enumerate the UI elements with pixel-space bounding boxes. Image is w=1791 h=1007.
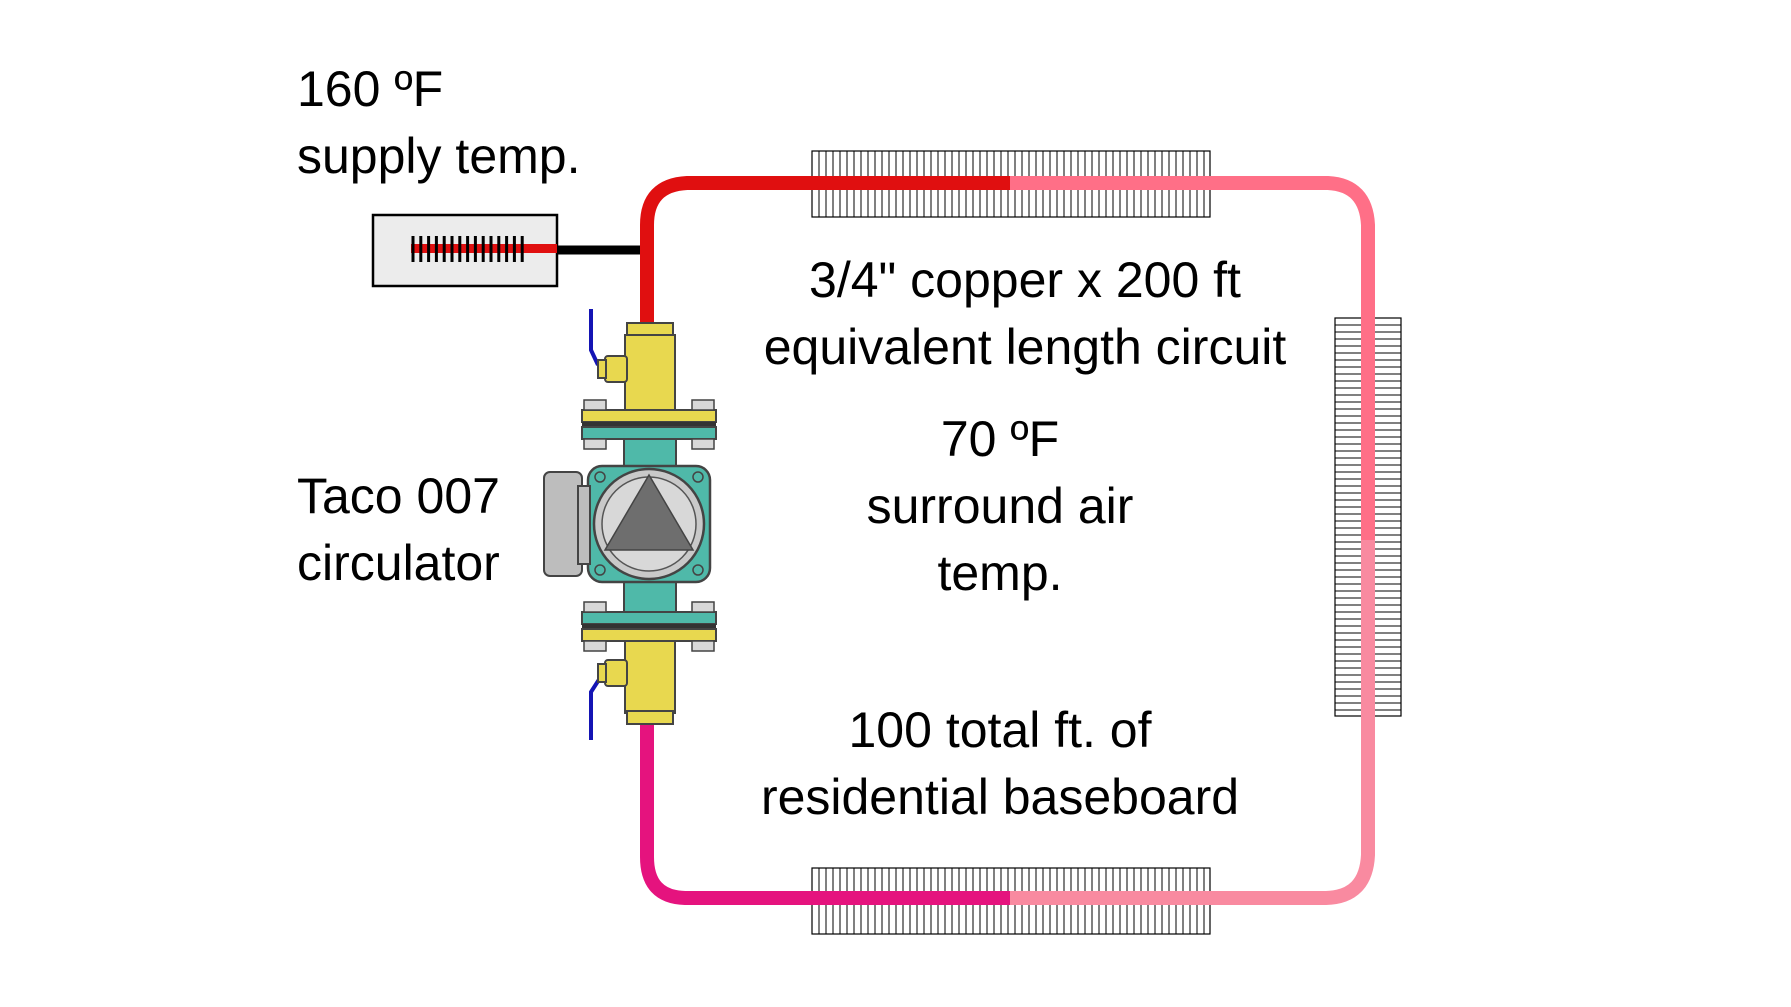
taco-007-circulator bbox=[543, 309, 717, 740]
circulator-label: Taco 007 circulator bbox=[297, 463, 500, 597]
air-temp-caption-1: surround air bbox=[866, 478, 1134, 534]
pipe-supply-riser bbox=[640, 176, 1010, 330]
pipe-top-downstream bbox=[1010, 176, 1375, 540]
pipe-spec-label: 3/4" copper x 200 ft equivalent length c… bbox=[730, 247, 1320, 381]
lower-valve-handle bbox=[589, 676, 602, 740]
pipe-return bbox=[640, 725, 1010, 905]
pipe-spec-line2: equivalent length circuit bbox=[763, 319, 1287, 375]
air-temp-caption-2: temp. bbox=[937, 545, 1063, 601]
supply-thermometer bbox=[371, 213, 559, 288]
supply-temp-value: 160 ºF bbox=[297, 61, 444, 117]
pipe-right-lower bbox=[1010, 540, 1375, 905]
circulator-caption: circulator bbox=[297, 535, 500, 591]
air-temp-value: 70 ºF bbox=[940, 411, 1060, 467]
air-temp-label: 70 ºF surround air temp. bbox=[800, 406, 1200, 607]
baseboard-label: 100 total ft. of residential baseboard bbox=[720, 697, 1280, 831]
supply-temp-label: 160 ºF supply temp. bbox=[297, 56, 580, 190]
thermometer-scale bbox=[411, 236, 524, 262]
upper-valve-handle bbox=[589, 309, 600, 366]
supply-temp-caption: supply temp. bbox=[297, 128, 581, 184]
flow-direction-icon bbox=[603, 473, 695, 551]
baseboard-line2: residential baseboard bbox=[760, 769, 1240, 825]
baseboard-line1: 100 total ft. of bbox=[848, 702, 1152, 758]
pipe-spec-line1: 3/4" copper x 200 ft bbox=[809, 252, 1241, 308]
circulator-model: Taco 007 bbox=[297, 468, 500, 524]
pipe-loop bbox=[640, 176, 1375, 905]
